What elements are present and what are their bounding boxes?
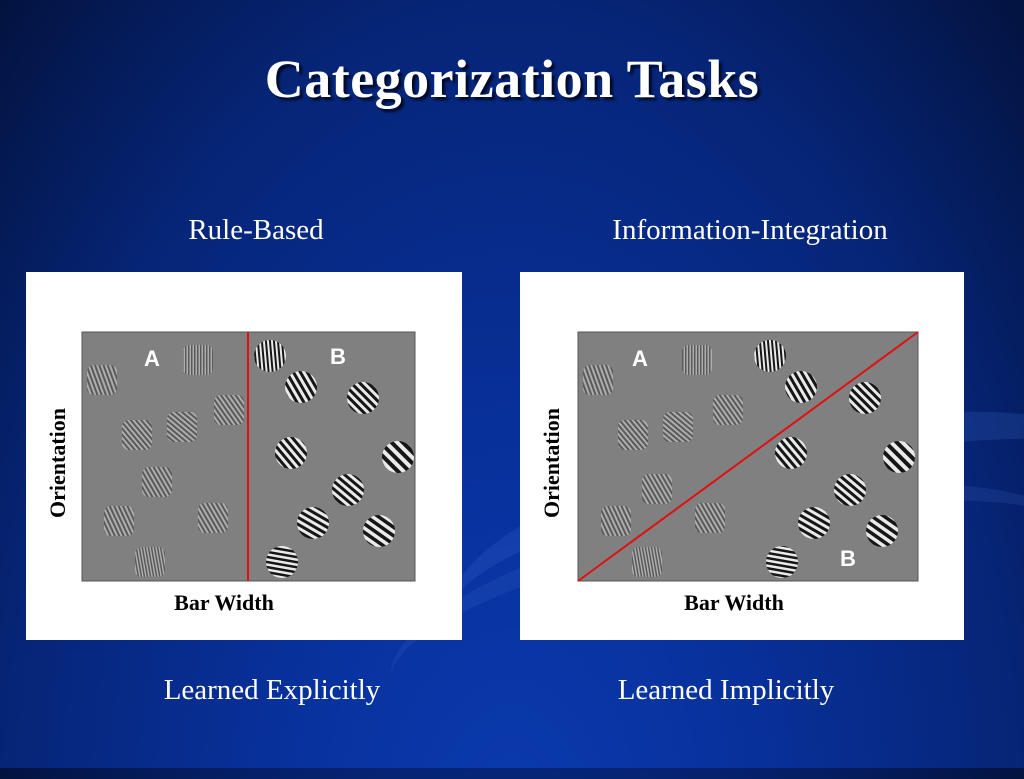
stimulus-patch bbox=[142, 467, 172, 497]
stimulus-patch bbox=[347, 382, 379, 414]
y-axis-label: Orientation bbox=[539, 408, 564, 518]
information-integration-diagram: A B Orientation Bar Width bbox=[520, 272, 964, 640]
stimulus-patch bbox=[834, 474, 866, 506]
rule-based-diagram: A B Orientation Bar Width bbox=[26, 272, 462, 640]
y-axis-label: Orientation bbox=[45, 408, 70, 518]
category-b-label: B bbox=[840, 546, 856, 571]
information-integration-plot: A B bbox=[577, 331, 919, 582]
stimulus-patch bbox=[618, 420, 648, 450]
stimulus-patch bbox=[87, 365, 117, 395]
information-integration-heading: Information-Integration bbox=[612, 214, 888, 246]
stimulus-patch bbox=[198, 503, 228, 533]
stimulus-patch bbox=[754, 340, 786, 372]
category-boundary-line bbox=[577, 331, 919, 582]
rule-based-heading: Rule-Based bbox=[188, 214, 324, 246]
stimulus-patch bbox=[275, 437, 307, 469]
stimulus-patch bbox=[663, 412, 693, 442]
stimulus-patch bbox=[601, 506, 631, 536]
stimulus-patch bbox=[167, 412, 197, 442]
stimulus-patch bbox=[775, 437, 807, 469]
category-b-label: B bbox=[330, 344, 346, 369]
stimulus-patch bbox=[382, 441, 414, 473]
stimulus-patch bbox=[798, 507, 830, 539]
stimulus-patch bbox=[695, 503, 725, 533]
stimulus-patch bbox=[713, 395, 743, 425]
stimulus-patch bbox=[785, 371, 817, 403]
category-a-label: A bbox=[144, 346, 160, 371]
rule-based-caption: Learned Explicitly bbox=[163, 674, 381, 706]
stimuli-group bbox=[87, 340, 414, 578]
stimulus-patch bbox=[266, 546, 298, 578]
stimulus-patch bbox=[866, 515, 898, 547]
stimulus-patch bbox=[883, 441, 915, 473]
stimulus-patch bbox=[135, 547, 165, 577]
stimulus-patch bbox=[766, 546, 798, 578]
rule-based-plot: A B bbox=[81, 331, 416, 582]
x-axis-label: Bar Width bbox=[684, 590, 784, 615]
stimulus-patch bbox=[632, 547, 662, 577]
x-axis-label: Bar Width bbox=[174, 590, 274, 615]
stimulus-patch bbox=[297, 507, 329, 539]
stimulus-patch bbox=[363, 515, 395, 547]
stimulus-patch bbox=[122, 420, 152, 450]
stimuli-group bbox=[583, 340, 915, 578]
stimulus-patch bbox=[254, 340, 286, 372]
stimulus-patch bbox=[332, 474, 364, 506]
stimulus-patch bbox=[104, 506, 134, 536]
stimulus-patch bbox=[285, 371, 317, 403]
stimulus-patch bbox=[642, 474, 672, 504]
category-a-label: A bbox=[632, 346, 648, 371]
information-integration-caption: Learned Implicitly bbox=[617, 674, 835, 706]
slide-title: Categorization Tasks bbox=[264, 49, 760, 109]
stimulus-patch bbox=[583, 365, 613, 395]
stimulus-patch bbox=[214, 395, 244, 425]
stimulus-patch bbox=[183, 345, 213, 375]
stimulus-patch bbox=[849, 382, 881, 414]
stimulus-patch bbox=[682, 345, 712, 375]
